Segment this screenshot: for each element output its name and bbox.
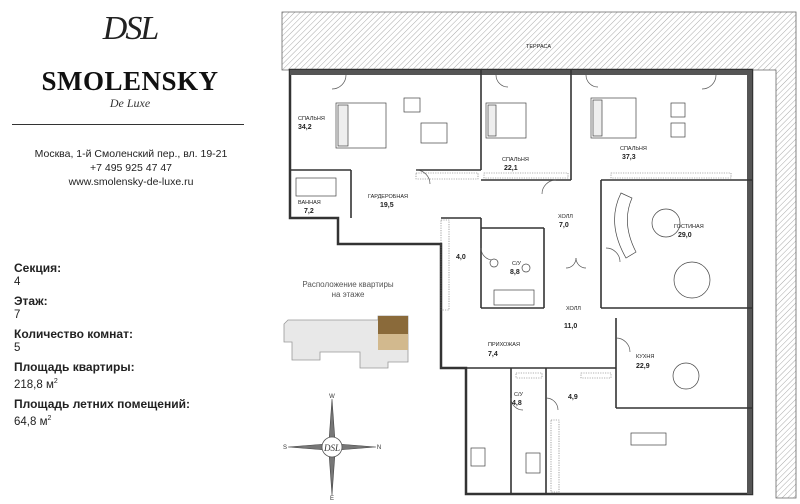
area-number: 218,8 м (14, 378, 54, 391)
spec-label-summer-area: Площадь летних помещений: (14, 396, 190, 411)
room-bedroom2-label: СПАЛЬНЯ (502, 157, 529, 163)
spec-value-rooms: 5 (14, 342, 21, 354)
room-entry-area: 7,4 (488, 351, 498, 358)
room-hall1-label: ХОЛЛ (558, 214, 573, 220)
room-wc2-label: С/У (514, 392, 524, 398)
spec-value-area: 218,8 м2 (14, 375, 254, 392)
room-living-label: ГОСТИНАЯ (674, 224, 704, 230)
brand-subtitle: De Luxe (109, 96, 151, 110)
website-link[interactable]: www.smolensky-de-luxe.ru (68, 176, 194, 188)
doors (331, 74, 717, 411)
room-wc2-area: 4,8 (512, 400, 522, 407)
brand-name: SMOLENSKY (41, 66, 219, 96)
spec-label-floor: Этаж: (14, 294, 48, 308)
monogram-text: DSL (102, 10, 159, 47)
spec-value-section: 4 (14, 276, 21, 288)
room-dressing-area: 19,5 (380, 202, 394, 209)
divider (12, 124, 244, 125)
brand-logo[interactable]: DSL SMOLENSKY De Luxe (40, 8, 220, 113)
spec-label-section: Секция: (14, 261, 62, 275)
room-bedroom3-label: СПАЛЬНЯ (620, 146, 647, 152)
terrace-label: ТЕРРАСА (526, 44, 551, 50)
room-wc1-label: С/У (512, 261, 522, 267)
compass-west: W (329, 394, 335, 400)
room-bedroom1-label: СПАЛЬНЯ (298, 116, 325, 122)
area-unit-sup: 2 (53, 378, 58, 385)
apartment-specs: Секция: 4 Этаж: 7 Количество комнат: 5 П… (14, 262, 254, 435)
contact-block: Москва, 1-й Смоленский пер., вл. 19-21 +… (0, 147, 262, 189)
compass-east: E (330, 496, 334, 501)
furniture (295, 97, 711, 474)
room-bath1-area: 7,2 (304, 208, 314, 215)
room-kitchen-area: 22,9 (636, 363, 650, 370)
room-entry-label: ПРИХОЖАЯ (488, 342, 520, 348)
info-panel: DSL SMOLENSKY De Luxe Москва, 1-й Смолен… (0, 0, 270, 504)
apartment-highlight (378, 316, 408, 334)
room-dressing-label: ГАРДЕРОБНАЯ (368, 194, 408, 200)
room-bath1-label: ВАННАЯ (298, 200, 321, 206)
room-bedroom2-area: 22,1 (504, 165, 518, 172)
room-storage2-area: 4,9 (568, 394, 578, 401)
room-hall1-area: 7,0 (559, 222, 569, 229)
compass-south: S (283, 445, 287, 451)
terrace (281, 11, 797, 499)
room-kitchen-label: КУХНЯ (636, 354, 654, 360)
compass-monogram: DSL (323, 443, 340, 453)
room-living-area: 29,0 (678, 232, 692, 239)
room-hall2-area: 11,0 (564, 323, 577, 330)
compass-north: N (377, 445, 381, 451)
location-caption: Расположение квартиры на этаже (302, 280, 394, 299)
summer-area-unit-sup: 2 (47, 414, 52, 422)
room-wc1-area: 8,8 (510, 269, 520, 276)
compass-rose-icon: DSL W E S N (283, 394, 381, 501)
room-labels: СПАЛЬНЯ 34,2 СПАЛЬНЯ 22,1 СПАЛЬНЯ 37,3 Г… (298, 116, 704, 407)
floor-plan: ТЕРРАСА (281, 11, 797, 499)
room-bedroom3-area: 37,3 (622, 154, 636, 161)
phone[interactable]: +7 495 925 47 47 (89, 162, 173, 174)
spec-label-area: Площадь квартиры: (14, 360, 135, 374)
room-storage1-area: 4,0 (456, 254, 466, 261)
room-bedroom1-area: 34,2 (298, 124, 312, 131)
wardrobes (415, 172, 732, 493)
spec-label-rooms: Количество комнат: (14, 327, 133, 341)
address: Москва, 1-й Смоленский пер., вл. 19-21 (34, 148, 228, 160)
room-hall2-label: ХОЛЛ (566, 306, 581, 312)
spec-value-floor: 7 (14, 309, 21, 321)
spec-value-summer-area: 64,8 м2 (14, 412, 254, 429)
summer-area-number: 64,8 м (14, 415, 48, 428)
brand-monogram: DSL (40, 10, 220, 48)
building-location-map (283, 315, 409, 369)
